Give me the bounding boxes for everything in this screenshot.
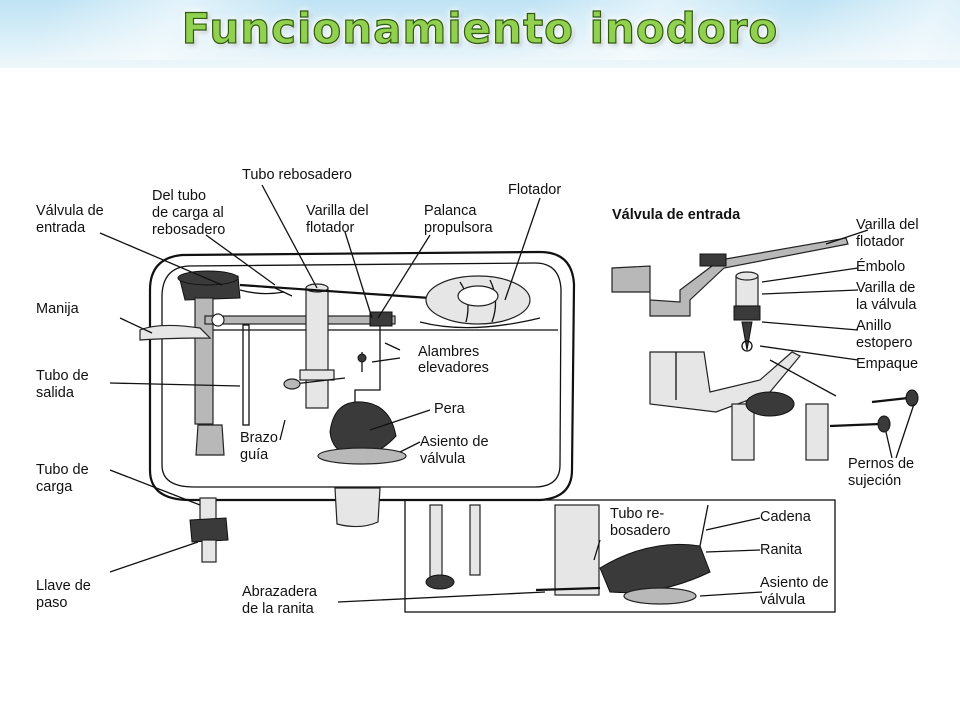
valve-detail-drawing [611,237,919,461]
label-varilla-flotador-1: Varilla del [306,203,369,219]
valve-detail-labels: Válvula de entrada Varilla del flotador … [612,207,919,489]
label-tubo-rebosadero-detail-1: Tubo re- [610,506,664,522]
label-llave-1: Llave de [36,578,91,594]
label-pera: Pera [434,401,466,417]
lift-wires [283,326,381,410]
label-abrazadera-2: de la ranita [242,601,315,617]
label-del-tubo-3: rebosadero [152,222,225,238]
label-tubo-rebosadero: Tubo rebosadero [242,167,352,183]
slide-title: Funcionamiento inodoro [181,3,779,53]
label-embolo: Émbolo [856,258,905,275]
label-tubo-carga-1: Tubo de [36,462,89,478]
header-band [0,0,960,68]
label-varilla-flotador-2: flotador [306,220,355,236]
label-varilla-flotador-detail-1: Varilla del [856,217,919,233]
label-tubo-rebosadero-detail-2: bosadero [610,523,670,539]
flapper-detail-drawing [404,499,836,613]
label-abrazadera-1: Abrazadera [242,584,318,600]
label-asiento-detail-1: Asiento de [760,575,829,591]
inlet-valve [177,270,293,456]
label-valvula-entrada-2: entrada [36,220,86,236]
label-varilla-flotador-detail-2: flotador [856,234,905,250]
label-asiento-1: Asiento de [420,434,489,450]
flush-ball [317,401,407,465]
label-anillo-1: Anillo [856,318,891,334]
main-labels: Válvula de entrada Del tubo de carga al … [36,167,561,611]
label-valvula-entrada-1: Válvula de [36,203,104,219]
label-del-tubo-1: Del tubo [152,188,206,204]
label-llave-2: paso [36,595,67,611]
label-alambres-2: elevadores [418,360,489,376]
label-flotador: Flotador [508,182,561,198]
label-asiento-detail-2: válvula [760,592,806,608]
label-varilla-valvula-2: la válvula [856,297,917,313]
float-assembly [239,275,531,325]
label-empaque: Empaque [856,356,918,372]
label-palanca-2: propulsora [424,220,493,236]
label-tubo-salida-1: Tubo de [36,368,89,384]
label-pernos-1: Pernos de [848,456,914,472]
overflow-tube [299,283,335,409]
leader-lines [99,184,915,603]
label-anillo-2: estopero [856,335,912,351]
label-palanca-1: Palanca [424,203,477,219]
label-tubo-salida-2: salida [36,385,75,401]
label-brazo-2: guía [240,447,269,463]
label-del-tubo-2: de carga al [152,205,224,221]
label-asiento-2: válvula [420,451,466,467]
drain-pipe [334,487,381,528]
label-manija: Manija [36,301,80,317]
flapper-detail-labels: Tubo re- bosadero Cadena Ranita Asiento … [242,506,829,617]
valve-detail-heading: Válvula de entrada [612,207,741,223]
handle-lever [139,311,396,341]
label-brazo-1: Brazo [240,430,278,446]
label-alambres-1: Alambres [418,344,479,360]
label-ranita: Ranita [760,542,803,558]
supply-pipe [189,497,229,563]
label-varilla-valvula-1: Varilla de [856,280,915,296]
label-pernos-2: sujeción [848,473,901,489]
label-tubo-carga-2: carga [36,479,73,495]
label-cadena: Cadena [760,509,812,525]
